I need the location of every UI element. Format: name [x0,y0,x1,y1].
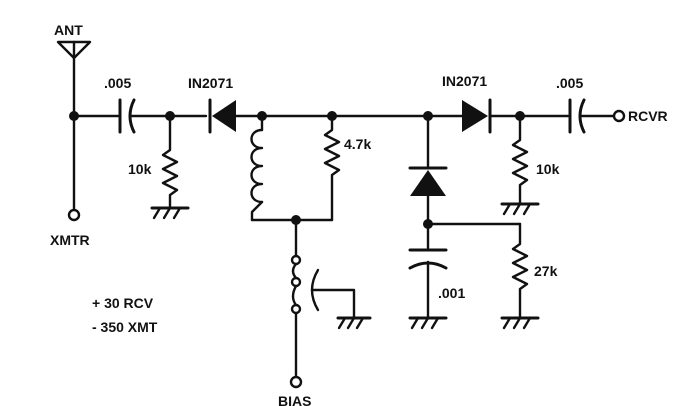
resistor-mid-4k7 [323,114,341,222]
diode-left [208,98,236,134]
resistor-right-10k [500,114,540,216]
antenna-label: ANT [54,22,83,38]
note-xmt: - 350 XMT [92,319,158,335]
note-rcv: + 30 RCV [92,295,154,311]
rcvr-label: RCVR [628,108,668,124]
resistor-left-10k [150,114,190,220]
cap-left-value: .005 [104,75,131,91]
cap-right-value: .005 [556,75,583,91]
inductor-choke [250,114,334,222]
diode-right-value: IN2071 [442,73,487,89]
bias-terminal [289,375,303,389]
antenna-symbol [56,40,92,118]
res-left-value: 10k [128,161,152,177]
cap-bottom-value: .001 [438,285,465,301]
bias-switch [290,218,372,379]
xmtr-terminal [67,208,81,222]
res-bottom-right-value: 27k [534,263,558,279]
capacitor-bottom [408,248,448,330]
res-mid-value: 4.7k [344,136,371,152]
resistor-27k [500,222,540,330]
bias-label: BIAS [278,393,311,406]
rcvr-terminal [612,109,626,123]
xmtr-label: XMTR [50,232,90,248]
diode-right [462,98,492,134]
diode-left-value: IN2071 [188,75,233,91]
res-right-value: 10k [536,161,560,177]
